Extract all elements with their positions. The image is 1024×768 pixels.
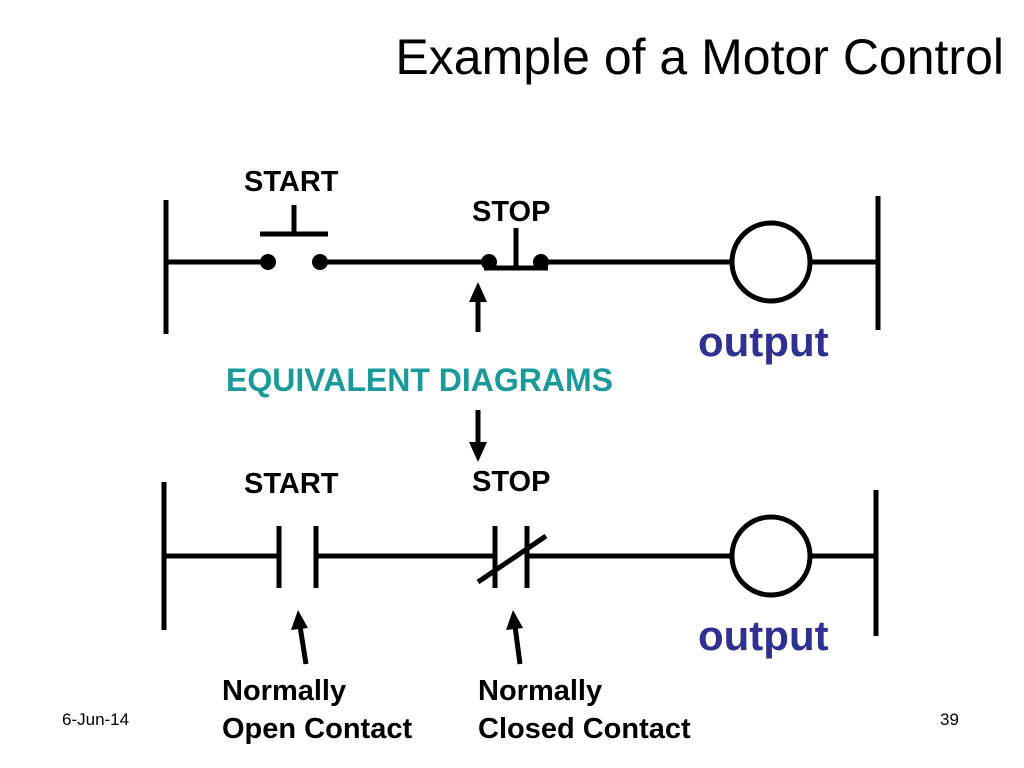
bottom-ladder-rung [161, 482, 879, 665]
normally-closed-caption: Normally Closed Contact [478, 672, 691, 748]
bottom-stop-label: STOP [472, 466, 551, 498]
top-stop-label: STOP [472, 196, 551, 228]
top-start-label: START [244, 166, 339, 198]
stop-contact-dot-right [533, 254, 549, 270]
normally-open-caption: Normally Open Contact [222, 672, 412, 748]
nc-pointer-head [506, 610, 523, 630]
bottom-start-label: START [244, 468, 339, 500]
stop-contact-dot-left [481, 254, 497, 270]
start-contact-dot-right [312, 254, 328, 270]
normally-closed-line1: Normally [478, 675, 603, 707]
slide-page-number: 39 [940, 710, 959, 729]
equivalent-diagrams-label: EQUIVALENT DIAGRAMS [226, 362, 613, 398]
slide-date: 6-Jun-14 [62, 710, 130, 729]
slide-title: Example of a Motor Control [395, 29, 1004, 85]
nc-pointer-shaft [512, 625, 523, 665]
bottom-output-label: output [698, 612, 829, 659]
start-contact-dot-left [260, 254, 276, 270]
normally-open-line1: Normally [222, 675, 347, 707]
arrow-up-head [469, 282, 487, 302]
top-output-coil [729, 220, 813, 304]
no-pointer-head [291, 610, 308, 630]
nc-contact-slash [476, 533, 548, 585]
normally-closed-line2: Closed Contact [478, 713, 691, 745]
no-pointer-shaft [297, 625, 309, 665]
normally-open-line2: Open Contact [222, 713, 413, 745]
top-output-label: output [698, 318, 829, 365]
arrow-down-head [469, 442, 487, 462]
bottom-output-coil [729, 514, 813, 598]
